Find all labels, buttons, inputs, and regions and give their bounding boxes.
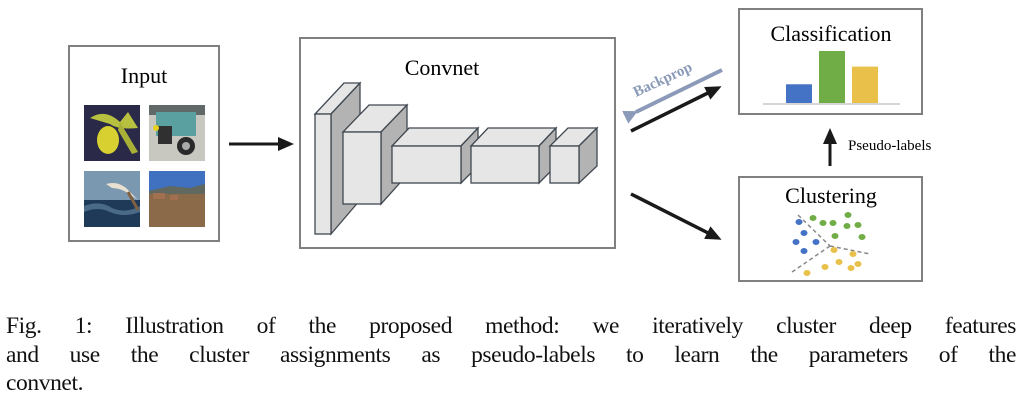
cluster-point-green — [819, 220, 827, 226]
arrow-convnet-to-clustering — [630, 192, 722, 240]
cluster-point-green — [854, 222, 862, 228]
cluster-point-green — [809, 215, 817, 221]
backprop-label: Backprop — [631, 59, 695, 100]
cluster-point-green — [858, 234, 866, 240]
input-title: Input — [121, 63, 167, 88]
classification-bars — [786, 51, 878, 103]
cluster-point-green — [829, 220, 837, 226]
arrow-convnet-to-classification — [630, 86, 722, 133]
cluster-point-yellow — [849, 251, 857, 257]
input-image-flower — [84, 105, 140, 161]
cluster-point-green — [843, 223, 851, 229]
cluster-point-green — [844, 212, 852, 218]
input-image-bird — [84, 171, 140, 227]
cluster-point-blue — [800, 248, 808, 254]
caption-line-3: convnet. — [6, 370, 84, 396]
classification-box: Classification — [738, 8, 923, 115]
classification-bar-3 — [852, 66, 878, 103]
cluster-point-yellow — [835, 259, 843, 265]
cluster-point-yellow — [821, 264, 829, 270]
clustering-title: Clustering — [785, 183, 877, 208]
cluster-point-blue — [800, 230, 808, 236]
cluster-points — [792, 212, 866, 276]
conv-layer-4 — [469, 126, 558, 185]
figure-caption: Fig. 1: Illustration of the proposed met… — [6, 312, 1016, 370]
clustering-box: Clustering — [738, 176, 923, 282]
input-box: Input — [68, 45, 220, 242]
convnet-box: Convnet — [299, 37, 616, 249]
cluster-point-green — [831, 233, 839, 239]
cluster-point-blue — [795, 219, 803, 225]
classification-bar-1 — [786, 84, 812, 103]
conv-layer-3 — [390, 126, 480, 185]
cluster-point-yellow — [854, 261, 862, 267]
cluster-boundaries — [791, 214, 871, 273]
classification-title: Classification — [771, 21, 892, 46]
backprop-arrow — [622, 68, 723, 124]
caption-line-2: and use the cluster assignments as pseud… — [6, 342, 1016, 368]
classification-bar-2 — [819, 51, 845, 103]
cluster-point-yellow — [847, 265, 855, 271]
cluster-point-blue — [812, 239, 820, 245]
convnet-title: Convnet — [405, 55, 480, 80]
input-image-deer — [149, 171, 205, 227]
cluster-point-blue — [792, 239, 800, 245]
cluster-point-yellow — [803, 270, 811, 276]
pseudo-labels-label: Pseudo-labels — [848, 138, 931, 154]
cluster-point-yellow — [830, 247, 838, 253]
caption-line-1: Fig. 1: Illustration of the proposed met… — [6, 313, 1016, 339]
conv-layer-5 — [548, 126, 599, 185]
method-diagram: Input — [68, 8, 931, 282]
input-image-car — [149, 105, 205, 161]
